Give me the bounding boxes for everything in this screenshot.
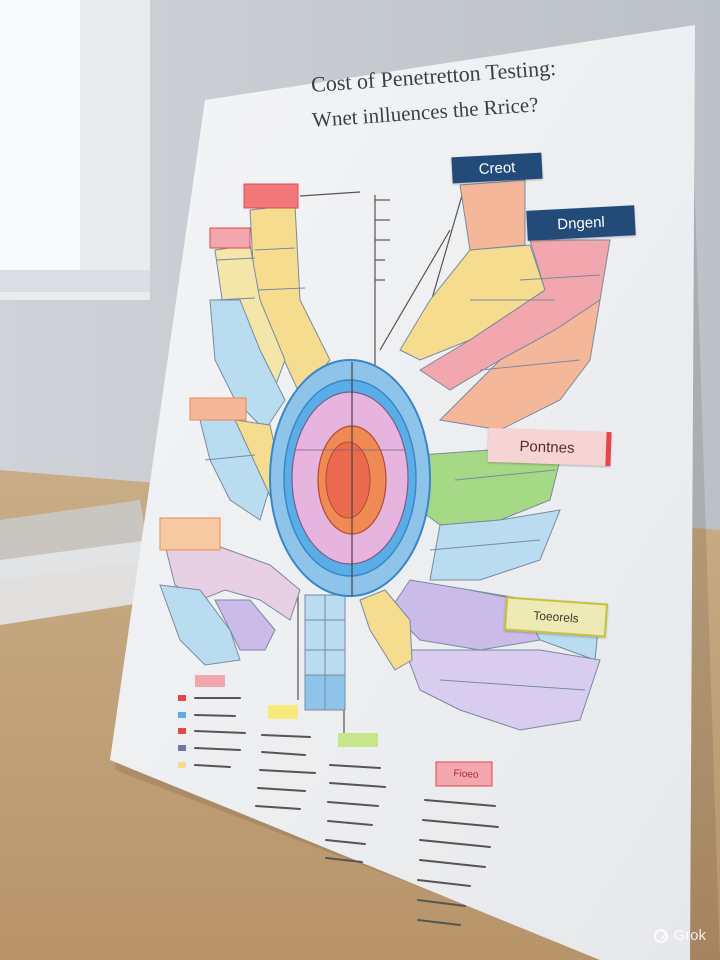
tag-right-upper: Dngenl <box>526 205 636 241</box>
window-sill <box>0 270 150 292</box>
tag-right-lower: Toeorels <box>503 596 609 638</box>
tag-right-middle: Pontnes <box>487 427 612 467</box>
tag-bottom-right: Fioeo <box>453 767 479 781</box>
tag-left-top <box>243 183 299 209</box>
bottom-columns <box>304 594 346 711</box>
papers-on-table <box>0 540 160 625</box>
watermark-label: Grok <box>673 927 706 944</box>
grok-logo-icon <box>654 928 669 943</box>
legend-swatches <box>178 675 493 787</box>
left-bands <box>159 204 331 666</box>
window-glass <box>0 0 80 270</box>
tag-left-lower <box>159 517 221 551</box>
center-rings <box>269 359 431 597</box>
tag-top-right: Creot <box>451 152 543 184</box>
tag-left-upper <box>209 227 251 249</box>
grok-watermark: Grok <box>654 927 706 944</box>
core-red <box>325 441 371 519</box>
legend-lines <box>194 697 499 926</box>
tag-left-middle <box>189 397 247 421</box>
